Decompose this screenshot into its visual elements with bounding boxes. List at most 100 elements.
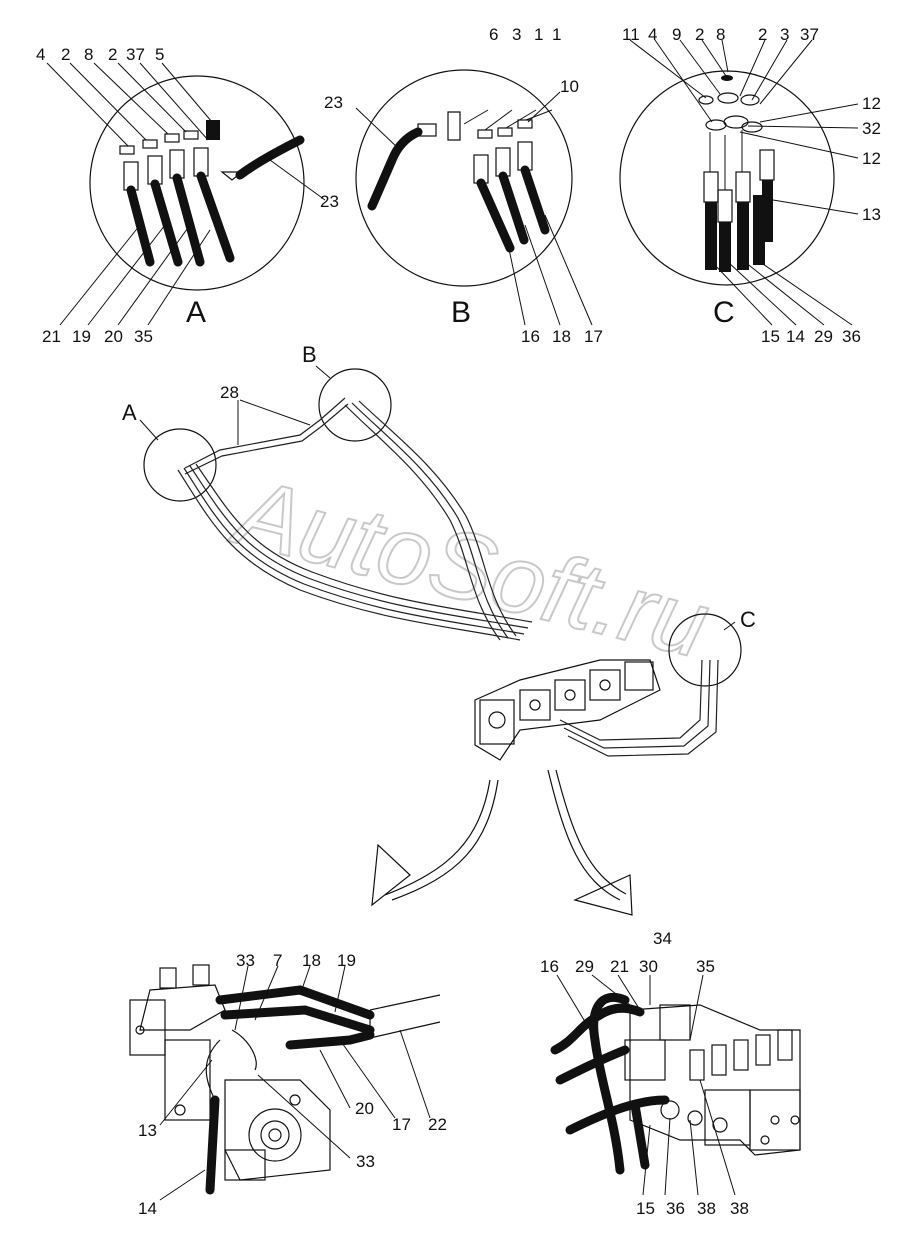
detail-a-label: 2 [108,45,117,64]
callout-label-b: B [302,342,317,367]
view-arrows [371,769,633,916]
bl-label: 7 [273,951,282,970]
detail-a-letter: A [186,296,206,329]
bl-hose-20 [285,1030,375,1050]
detail-c-hose-15 [705,202,717,270]
bl-hose-14 [205,1095,220,1195]
br-hose-29 [589,993,630,1175]
detail-c-hose-29 [737,202,749,270]
bl-label: 20 [355,1099,374,1118]
pipe-28 [184,397,346,469]
detail-b-label: 10 [560,77,579,96]
detail-a-label: 35 [134,327,153,346]
bl-hose-13 [205,1039,221,1101]
bottom-right-view: 34 16 29 21 30 35 15 36 38 38 [540,929,801,1218]
callout-circle-a [143,428,217,502]
bl-label: 18 [302,951,321,970]
detail-b-hose-23 [367,127,423,211]
bl-hose-22 [369,994,441,1039]
detail-b-hose-17 [520,165,550,235]
br-label: 30 [639,957,658,976]
detail-b-circle [355,69,573,287]
detail-a-circle [89,75,305,291]
detail-c-label: 4 [648,25,657,44]
detail-a-hose-21 [126,185,155,267]
bl-label: 33 [356,1152,375,1171]
pump-assembly [129,964,331,1181]
br-label: 16 [540,957,559,976]
detail-c-circle [619,70,835,286]
br-label: 35 [696,957,715,976]
bl-label: 17 [392,1115,411,1134]
detail-b-label: 23 [324,93,343,112]
detail-c-label: 12 [862,94,881,113]
detail-b-label: 16 [521,327,540,346]
main-valve-block [474,659,661,761]
br-hose-16 [550,1003,645,1055]
br-label: 38 [730,1199,749,1218]
br-label: 34 [653,929,672,948]
detail-a-label: 20 [104,327,123,346]
br-label: 21 [610,957,629,976]
detail-b: 23 6 3 1 1 10 16 18 17 B [324,25,603,346]
detail-c-letter: C [713,296,735,329]
detail-c-fittings [698,75,775,223]
br-hose-36 [630,1100,650,1170]
bl-label: 14 [138,1199,157,1218]
detail-a-hose-20 [172,173,205,267]
callout-label-c: C [740,607,756,632]
detail-a-label: 2 [61,45,70,64]
arrow-to-right-view [547,769,621,901]
br-label: 29 [575,957,594,976]
bl-label: 19 [337,951,356,970]
detail-c-hose-14 [719,222,731,272]
detail-c-label: 9 [672,25,681,44]
detail-b-label: 17 [584,327,603,346]
control-valve-block [624,1004,801,1156]
label-28: 28 [220,383,239,402]
detail-c-label: 37 [800,25,819,44]
main-assembly: A B C 28 [122,342,756,761]
detail-c-label: 2 [695,25,704,44]
detail-c-label: 3 [780,25,789,44]
detail-a-fittings [119,120,244,191]
detail-c-label: 29 [814,327,833,346]
bottom-left-view: 33 7 18 19 13 20 17 22 33 14 [129,951,447,1218]
detail-c-label: 12 [862,149,881,168]
detail-c-label: 8 [716,25,725,44]
detail-c-label: 14 [786,327,805,346]
callout-circle-b [318,368,392,442]
hose-bundle-b [344,404,501,641]
detail-b-label: 1 [552,25,561,44]
detail-a-label: 21 [42,327,61,346]
detail-a-label: 23 [320,192,339,211]
watermark-text: AutoSoft.ru [222,457,719,678]
callout-label-a: A [122,400,137,425]
detail-a: 4 2 8 2 37 5 23 21 19 20 35 A [36,45,339,346]
bl-label: 33 [236,951,255,970]
detail-b-label: 18 [552,327,571,346]
detail-c: 11 4 9 2 8 2 3 37 12 32 12 13 15 14 29 3… [619,25,881,346]
hose-bundle-a [177,469,521,641]
detail-a-label: 5 [155,45,164,64]
detail-b-hose-18 [498,171,529,245]
detail-a-label: 4 [36,45,45,64]
detail-c-label: 2 [758,25,767,44]
detail-c-label: 13 [862,205,881,224]
br-hose-15 [565,1095,670,1135]
detail-a-label: 37 [126,45,145,64]
arrow-to-left-view [384,779,491,896]
detail-c-hose-13 [762,180,773,242]
detail-b-letter: B [451,296,471,329]
bl-hose-18 [215,985,375,1020]
hose-bundle-c [559,659,703,741]
detail-a-label: 19 [72,327,91,346]
br-label: 36 [666,1199,685,1218]
bl-label: 13 [138,1121,157,1140]
bl-label: 22 [428,1115,447,1134]
detail-c-label: 15 [761,327,780,346]
detail-a-hose-23 [235,135,305,180]
detail-c-label: 11 [622,25,640,44]
br-label: 15 [636,1199,655,1218]
